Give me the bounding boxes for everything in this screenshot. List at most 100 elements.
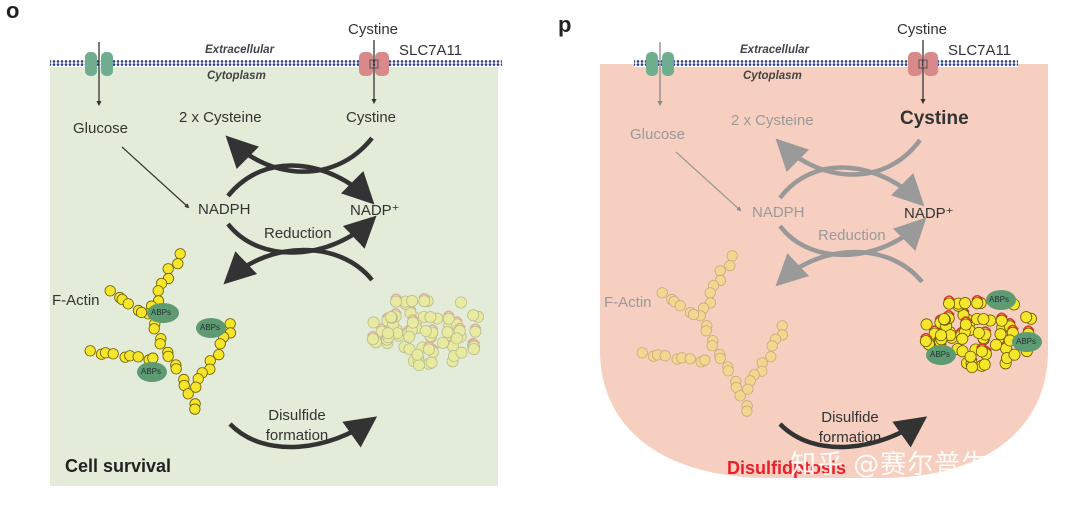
actin-bead — [147, 352, 159, 364]
aggregate-bead — [387, 311, 400, 324]
actin-bead — [656, 287, 668, 299]
actin-bead — [730, 381, 742, 394]
panel-p-graphics — [600, 40, 1048, 478]
panel-p-extracellular-label: Extracellular — [740, 44, 810, 56]
aggregate-bead — [418, 295, 431, 308]
actin-bead — [704, 297, 717, 309]
aggregate-bead — [410, 322, 423, 335]
aggregate-bead — [943, 297, 956, 310]
panel-p-abps-label-3: ABPs — [930, 350, 951, 359]
panel-p-nadph-label: NADPH — [752, 204, 805, 221]
panel-o-cysteine-label: 2 x Cysteine — [179, 109, 262, 126]
actin-bead — [135, 306, 148, 319]
aggregate-bead — [367, 316, 380, 329]
panel-p-membrane — [634, 59, 1018, 67]
actin-bead — [104, 285, 116, 297]
aggregate-bead — [450, 318, 463, 331]
panel-p-reduction-label: Reduction — [818, 227, 886, 244]
panel-p-abps-label-2: ABPs — [1016, 337, 1037, 346]
actin-bead — [684, 353, 696, 365]
aggregate-bead — [431, 312, 444, 325]
panel-p-reduction-arrow-down — [775, 249, 924, 287]
aggregate-bead — [403, 343, 416, 356]
actin-bead — [695, 356, 707, 368]
aggregate-bead — [437, 336, 450, 349]
disulfide-bond — [468, 338, 480, 347]
actin-bead — [170, 363, 182, 375]
aggregate-bead — [382, 327, 395, 340]
disulfide-bond — [418, 292, 431, 302]
aggregate-bead — [441, 326, 454, 339]
panel-o-cystine-to-cysteine-arrow — [225, 135, 374, 174]
panel-p-disulfide-arrow — [778, 416, 928, 450]
aggregate-bead — [442, 312, 455, 325]
aggregate-bead — [411, 348, 424, 361]
panel-p-disulfide-label-2: formation — [818, 429, 882, 446]
actin-bead — [704, 287, 716, 299]
actin-bead — [676, 352, 688, 364]
aggregate-bead — [392, 329, 405, 342]
aggregate-bead — [995, 314, 1008, 327]
disulfide-bond — [390, 293, 403, 302]
disulfide-bond — [454, 322, 466, 332]
panel-p-cell-background — [600, 64, 1048, 478]
actin-bead — [714, 348, 726, 361]
actin-bead — [769, 333, 782, 345]
aggregate-bead — [381, 333, 394, 346]
aggregate-bead — [380, 332, 393, 345]
actin-bead — [697, 302, 710, 314]
panel-o-cytoplasm-label: Cytoplasm — [207, 70, 266, 82]
actin-bead — [734, 390, 746, 402]
panel-p-cysteine-label: 2 x Cysteine — [731, 112, 814, 129]
actin-bead — [174, 248, 186, 260]
aggregate-bead — [406, 316, 419, 329]
panel-o-membrane — [50, 59, 502, 67]
aggregate-bead — [971, 297, 984, 310]
panel-o-cystine-label: Cystine — [346, 109, 397, 126]
panel-p-aggregate — [919, 294, 1037, 374]
aggregate-bead — [935, 329, 948, 342]
aggregate-bead — [402, 327, 415, 340]
disulfide-bond — [375, 323, 388, 332]
disulfide-bond — [427, 343, 439, 353]
actin-bead — [756, 365, 768, 377]
actin-bead — [671, 353, 683, 365]
aggregate-bead — [424, 331, 437, 344]
panel-o-reduction-label: Reduction — [264, 225, 332, 242]
panel-o-abps-label-2: ABPs — [200, 323, 221, 332]
panel-o-disulfide-arrow — [228, 416, 378, 450]
actin-bead — [722, 361, 734, 373]
panel-o-factin-label: F-Actin — [52, 292, 100, 309]
aggregate-bead — [443, 319, 456, 332]
aggregate-bead — [382, 331, 395, 344]
panel-o-abps-label-1: ABPs — [151, 308, 172, 317]
disulfide-bond — [423, 341, 435, 350]
actin-bead — [190, 381, 202, 393]
aggregate-bead — [471, 310, 484, 323]
disulfide-bond — [443, 310, 455, 320]
aggregate-bead — [418, 310, 431, 323]
aggregate-bead — [972, 326, 985, 339]
aggregate-bead — [1020, 311, 1033, 324]
panel-o-graphics — [50, 40, 502, 486]
actin-bead — [84, 345, 96, 357]
panel-p-glucose-transporter — [646, 42, 674, 107]
panel-o-nadp-label: NADP⁺ — [350, 202, 400, 219]
aggregate-bead — [412, 355, 425, 368]
actin-bead — [765, 351, 777, 363]
actin-bead — [744, 375, 756, 387]
aggregate-bead — [467, 340, 480, 353]
aggregate-bead — [422, 357, 435, 370]
disulfide-bond — [406, 322, 418, 331]
actin-bead — [651, 349, 664, 361]
actin-bead — [154, 338, 166, 350]
actin-bead — [182, 388, 194, 400]
aggregate-bead — [426, 326, 439, 339]
aggregate-bead — [424, 311, 437, 324]
aggregate-bead — [421, 294, 434, 307]
actin-bead — [659, 350, 671, 362]
actin-bead — [214, 338, 226, 350]
disulfide-bond — [412, 352, 425, 362]
panel-p-glucose-arrow — [675, 151, 742, 212]
disulfide-bond — [469, 323, 482, 332]
